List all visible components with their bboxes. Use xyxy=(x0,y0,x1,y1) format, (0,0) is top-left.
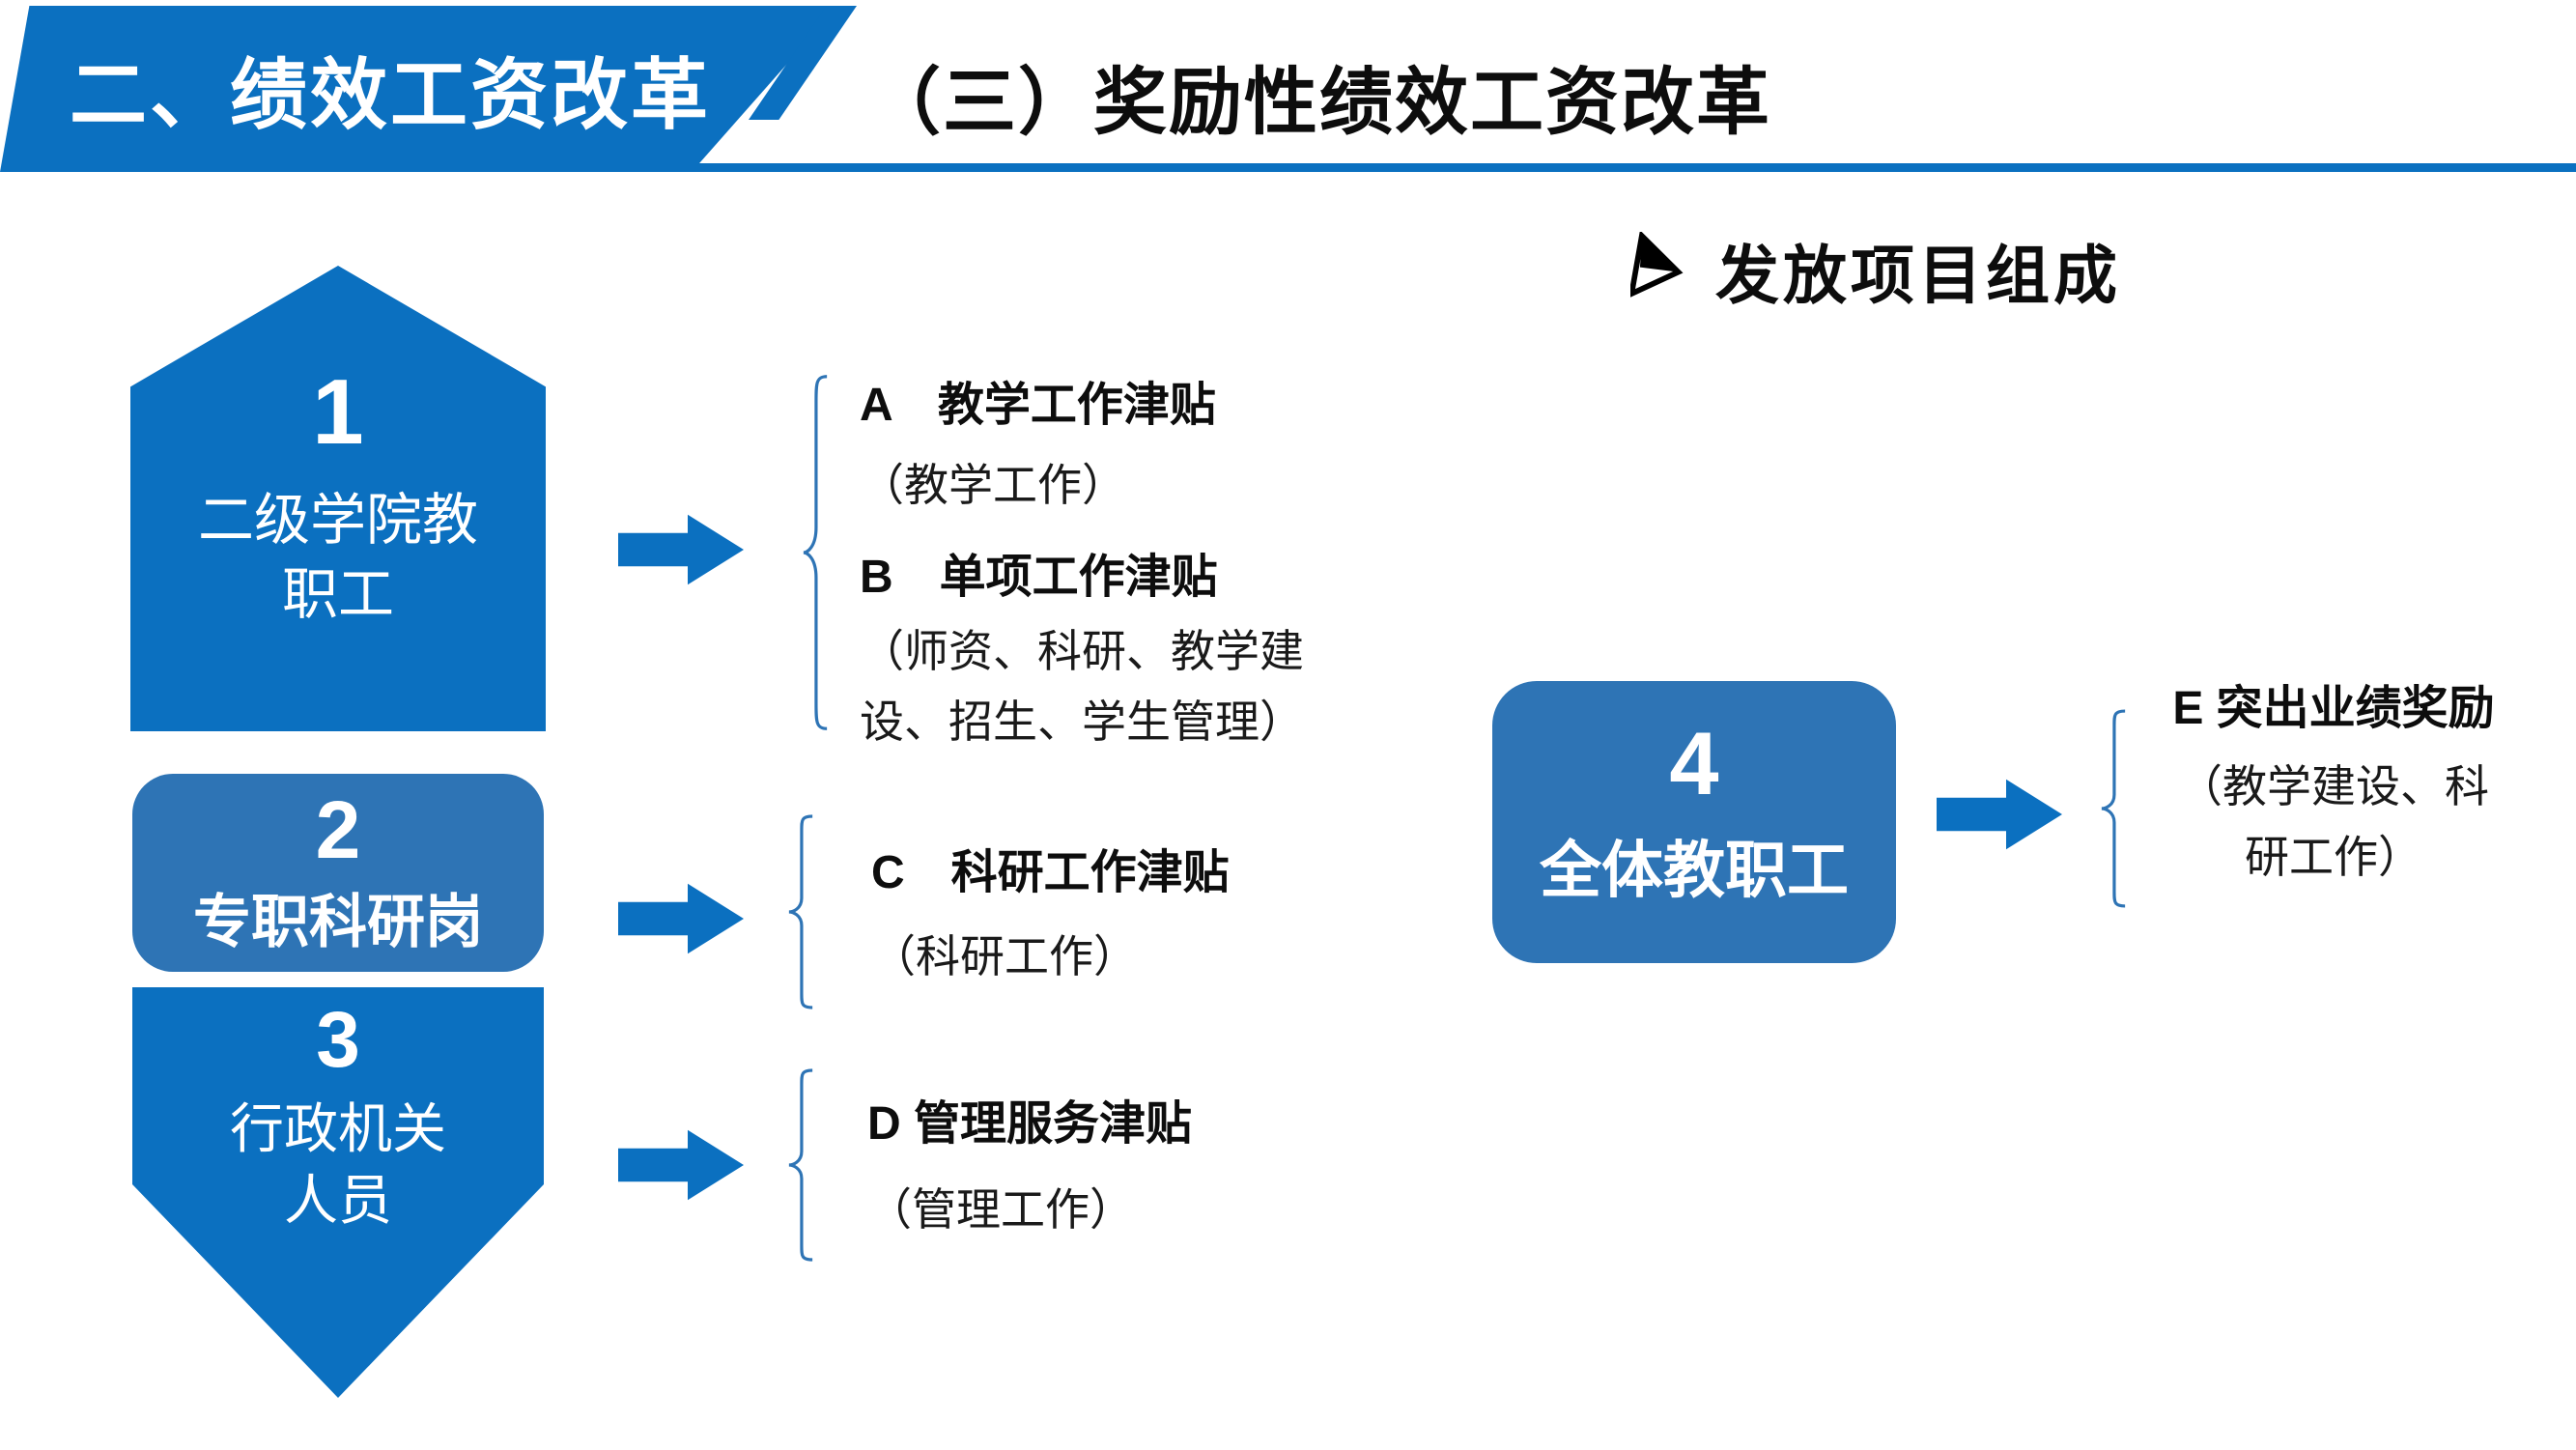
allowance-detail: （教学建设、科 研工作） xyxy=(2178,761,2489,882)
group-label: 专职科研岗 xyxy=(193,890,483,954)
title-underline xyxy=(126,163,2576,172)
flow-arrow-icon xyxy=(618,508,744,591)
allowance-item-b: B 单项工作津贴 （师资、科研、教学建 设、招生、学生管理） xyxy=(860,554,1304,756)
brace-icon xyxy=(2100,709,2127,908)
group-number: 4 xyxy=(1669,715,1719,813)
allowance-item-a: A 教学工作津贴 （教学工作） xyxy=(860,383,1216,521)
allowance-item-d: D 管理服务津贴 （管理工作） xyxy=(867,1101,1192,1245)
brace-icon xyxy=(787,814,814,1009)
arrowhead-bullet-icon xyxy=(1628,229,1686,310)
allowance-detail: （科研工作） xyxy=(871,931,1138,981)
group-number: 1 xyxy=(312,360,364,464)
allowance-title: D 管理服务津贴 xyxy=(867,1098,1193,1150)
brace-icon xyxy=(787,1068,814,1262)
group-label: 全体教职工 xyxy=(1540,836,1849,905)
allowance-detail: （师资、科研、教学建 设、招生、学生管理） xyxy=(860,626,1304,747)
group-number: 3 xyxy=(316,996,360,1084)
allowance-item-e: E 突出业绩奖励 （教学建设、科 研工作） xyxy=(2150,686,2517,892)
group-label: 二级学院教 职工 xyxy=(197,489,478,626)
flow-arrow-icon xyxy=(618,1123,744,1207)
allowance-detail: （管理工作） xyxy=(867,1184,1134,1235)
group-label: 行政机关 人员 xyxy=(230,1098,446,1231)
chapter-banner-label: 二、绩效工资改革 xyxy=(70,52,711,138)
allowance-item-c: C 科研工作津贴 （科研工作） xyxy=(871,850,1230,992)
flow-arrow-icon xyxy=(618,877,744,960)
flow-arrow-icon xyxy=(1937,773,2062,856)
section-heading-label: 发放项目组成 xyxy=(1715,240,2121,311)
section-heading: 发放项目组成 xyxy=(1628,224,2121,317)
brace-icon xyxy=(802,373,829,732)
group-shape-2: 2 专职科研岗 xyxy=(132,774,544,972)
allowance-title: C 科研工作津贴 xyxy=(871,847,1230,898)
group-shape-3: 3 行政机关 人员 xyxy=(132,987,544,1398)
group-number: 2 xyxy=(315,784,361,875)
allowance-title: E 突出业绩奖励 xyxy=(2172,683,2495,734)
group-shape-4: 4 全体教职工 xyxy=(1492,681,1896,963)
allowance-title: A 教学工作津贴 xyxy=(860,380,1216,431)
chapter-banner: 二、绩效工资改革 xyxy=(0,6,838,172)
page-title: （三）奖励性绩效工资改革 xyxy=(867,62,1771,144)
group-shape-1: 1 二级学院教 职工 xyxy=(130,266,546,731)
allowance-title: B 单项工作津贴 xyxy=(860,552,1218,603)
allowance-detail: （教学工作） xyxy=(860,460,1126,510)
